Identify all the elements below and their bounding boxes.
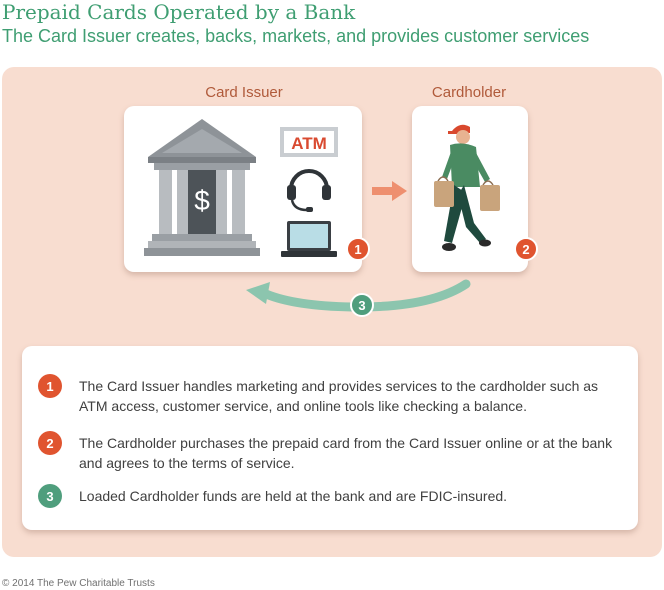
card-issuer-label: Card Issuer <box>205 84 283 101</box>
legend-item: 2 The Cardholder purchases the prepaid c… <box>38 431 618 473</box>
legend-item: 1 The Card Issuer handles marketing and … <box>38 374 618 416</box>
shopper-icon <box>434 124 500 251</box>
legend-text-2: The Cardholder purchases the prepaid car… <box>79 435 613 471</box>
cardholder-card <box>412 106 528 272</box>
cardholder-label: Cardholder <box>431 84 507 101</box>
atm-sign-icon: ATM <box>280 127 338 157</box>
badge-2: 2 <box>514 237 538 261</box>
copyright-footer: © 2014 The Pew Charitable Trusts <box>2 578 155 589</box>
arrow-right-icon <box>372 181 407 201</box>
bank-icon <box>144 119 260 256</box>
legend-item: 3 Loaded Cardholder funds are held at th… <box>38 484 618 508</box>
headset-icon <box>287 169 331 212</box>
legend-badge-1: 1 <box>38 374 62 398</box>
legend-text-1: The Card Issuer handles marketing and pr… <box>79 378 599 414</box>
page-title: Prepaid Cards Operated by a Bank <box>2 0 356 24</box>
legend-box: 1 The Card Issuer handles marketing and … <box>22 346 638 530</box>
svg-text:$: $ <box>194 185 210 216</box>
badge-3: 3 <box>350 293 374 317</box>
legend-badge-2: 2 <box>38 431 62 455</box>
legend-badge-3: 3 <box>38 484 62 508</box>
page-subtitle: The Card Issuer creates, backs, markets,… <box>2 26 590 46</box>
legend-text-3: Loaded Cardholder funds are held at the … <box>79 488 508 504</box>
laptop-icon <box>281 221 337 257</box>
dollar-icon: $ <box>194 185 210 216</box>
svg-text:ATM: ATM <box>291 134 327 153</box>
badge-1: 1 <box>346 237 370 261</box>
